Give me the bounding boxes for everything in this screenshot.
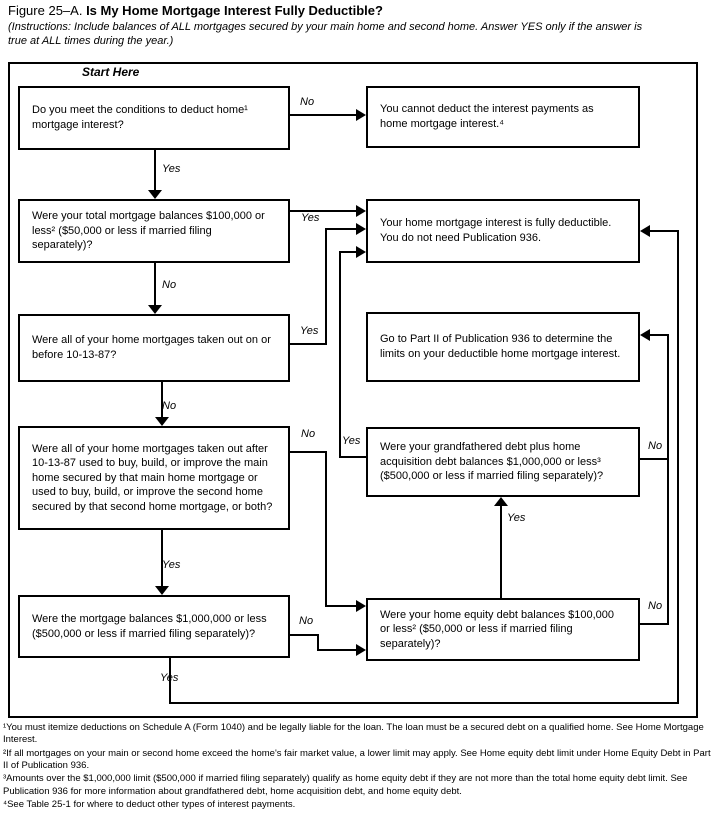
box-question-total-balances: Were your total mortgage balances $100,0… xyxy=(18,199,290,263)
connector-segment xyxy=(317,649,356,651)
box-text: Your home mortgage interest is fully ded… xyxy=(380,217,612,244)
edge-label-no: No xyxy=(162,279,177,291)
connector-segment xyxy=(290,451,327,453)
footnote-3: ³Amounts over the $1,000,000 limit ($500… xyxy=(3,773,688,797)
box-text: Were the mortgage balances $1,000,000 or… xyxy=(32,612,267,640)
connector-segment xyxy=(500,505,502,598)
connector-segment xyxy=(290,634,319,636)
connector-segment xyxy=(325,228,327,345)
connector-segment xyxy=(154,150,156,191)
box-question-home-equity: Were your home equity debt balances $100… xyxy=(366,598,640,661)
connector-segment xyxy=(325,605,356,607)
box-question-conditions: Do you meet the conditions to deduct hom… xyxy=(18,86,290,150)
connector-segment xyxy=(640,458,669,460)
connector-segment xyxy=(339,251,341,458)
edge-label-no: No xyxy=(648,600,663,612)
box-text: You cannot deduct the interest payments … xyxy=(380,103,594,130)
connector-segment xyxy=(169,658,171,704)
edge-label-no: No xyxy=(299,615,314,627)
arrowhead-right-icon xyxy=(356,205,366,217)
footnote-1: ¹You must itemize deductions on Schedule… xyxy=(3,722,704,746)
connector-segment xyxy=(339,251,356,253)
edge-label-no: No xyxy=(301,428,316,440)
connector-segment xyxy=(290,210,356,212)
box-text: Do you meet the conditions to deduct hom… xyxy=(32,104,248,131)
edge-label-yes: Yes xyxy=(342,435,361,447)
box-question-after-101387: Were all of your home mortgages taken ou… xyxy=(18,426,290,530)
connector-segment xyxy=(317,634,319,651)
box-text: Were your home equity debt balances $100… xyxy=(380,608,615,650)
edge-label-no: No xyxy=(300,96,315,108)
connector-segment xyxy=(640,623,669,625)
flowchart-frame xyxy=(8,62,698,718)
box-result-fully-deductible: Your home mortgage interest is fully ded… xyxy=(366,199,640,263)
box-text: Were all of your home mortgages taken ou… xyxy=(32,334,271,361)
figure-title-row: Figure 25–A. Is My Home Mortgage Interes… xyxy=(8,3,383,18)
edge-label-no: No xyxy=(162,400,177,412)
box-result-cannot-deduct: You cannot deduct the interest payments … xyxy=(366,86,640,148)
arrowhead-right-icon xyxy=(356,246,366,258)
connector-segment xyxy=(325,228,356,230)
connector-segment xyxy=(650,230,677,232)
arrowhead-down-icon xyxy=(148,190,162,199)
box-question-grandfathered: Were your grandfathered debt plus home a… xyxy=(366,427,640,497)
edge-label-no: No xyxy=(648,440,663,452)
arrowhead-right-icon xyxy=(356,109,366,121)
start-here-label: Start Here xyxy=(82,65,140,79)
arrowhead-down-icon xyxy=(155,417,169,426)
footnote-4: ⁴See Table 25-1 for where to deduct othe… xyxy=(3,799,296,811)
edge-label-yes: Yes xyxy=(162,163,181,175)
connector-segment xyxy=(325,451,327,607)
edge-label-yes: Yes xyxy=(301,212,320,224)
box-text: Were your total mortgage balances $100,0… xyxy=(32,210,265,252)
figure-instructions: (Instructions: Include balances of ALL m… xyxy=(8,21,643,47)
connector-segment xyxy=(650,334,667,336)
box-text: Were your grandfathered debt plus home a… xyxy=(380,441,604,483)
footnote-2: ²If all mortgages on your main or second… xyxy=(3,747,711,772)
footnotes-section: ¹You must itemize deductions on Schedule… xyxy=(3,722,718,812)
edge-label-yes: Yes xyxy=(160,672,179,684)
connector-segment xyxy=(154,263,156,306)
edge-label-yes: Yes xyxy=(162,559,181,571)
connector-segment xyxy=(290,343,327,345)
connector-segment xyxy=(161,530,163,588)
arrowhead-right-icon xyxy=(356,223,366,235)
edge-label-yes: Yes xyxy=(507,512,526,524)
connector-segment xyxy=(169,702,679,704)
arrowhead-right-icon xyxy=(356,644,366,656)
arrowhead-up-icon xyxy=(494,497,508,506)
box-text: Go to Part II of Publication 936 to dete… xyxy=(380,333,621,360)
arrowhead-right-icon xyxy=(356,600,366,612)
arrowhead-left-icon xyxy=(640,225,650,237)
connector-segment xyxy=(339,456,366,458)
figure-number: Figure 25–A. xyxy=(8,3,83,18)
edge-label-yes: Yes xyxy=(300,325,319,337)
arrowhead-down-icon xyxy=(148,305,162,314)
connector-segment xyxy=(290,114,358,116)
connector-segment xyxy=(677,230,679,704)
figure-title: Is My Home Mortgage Interest Fully Deduc… xyxy=(86,3,383,18)
box-result-go-part2: Go to Part II of Publication 936 to dete… xyxy=(366,312,640,382)
connector-segment xyxy=(161,382,163,418)
box-text: Were all of your home mortgages taken ou… xyxy=(32,442,273,513)
connector-segment xyxy=(667,334,669,625)
box-question-balances-1m: Were the mortgage balances $1,000,000 or… xyxy=(18,595,290,658)
box-question-before-101387: Were all of your home mortgages taken ou… xyxy=(18,314,290,382)
arrowhead-left-icon xyxy=(640,329,650,341)
arrowhead-down-icon xyxy=(155,586,169,595)
